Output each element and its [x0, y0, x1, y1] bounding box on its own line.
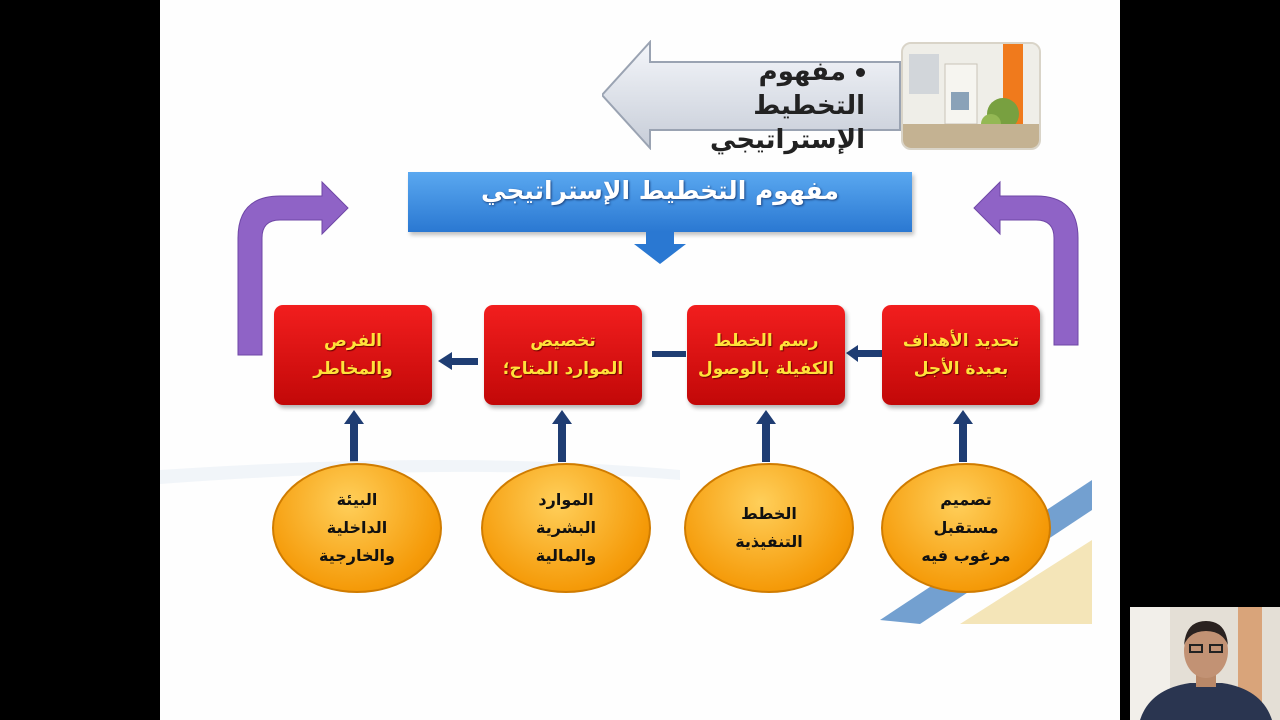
header-title: مفهوم التخطيط الإستراتيجي — [665, 55, 865, 157]
up-arrow-1 — [953, 410, 973, 462]
concept-banner — [408, 172, 912, 232]
right-loop-arrow — [973, 180, 1079, 346]
header-title-line1: مفهوم التخطيط — [753, 57, 865, 121]
left-loop-arrow — [237, 180, 349, 356]
flow-box-goals: تحديد الأهداف بعيدة الأجل — [882, 305, 1040, 405]
oval-executive-plans: الخطط التنفيذية — [684, 463, 854, 593]
banner-down-arrow — [634, 232, 686, 264]
up-arrow-3 — [552, 410, 572, 462]
flow-box-resources: تخصيص الموارد المتاح؛ — [484, 305, 642, 405]
oval-human-financial-resources: الموارد البشرية والمالية — [481, 463, 651, 593]
header-title-line2: الإستراتيجي — [710, 125, 865, 155]
decorative-band-right-2 — [960, 540, 1092, 624]
up-arrow-2 — [756, 410, 776, 462]
flow-arrow-1 — [846, 345, 882, 362]
oval-future-design: تصميم مستقبل مرغوب فيه — [881, 463, 1051, 593]
header-arrow-shape — [602, 40, 901, 150]
up-arrow-4 — [344, 410, 364, 462]
webcam-video — [1130, 607, 1280, 720]
oval-internal-external-environment: البيئة الداخلية والخارجية — [272, 463, 442, 593]
banner-title: مفهوم التخطيط الإستراتيجي — [481, 176, 839, 205]
flow-arrow-2 — [652, 351, 686, 357]
flow-arrow-3 — [438, 352, 478, 370]
slide: مفهوم التخطيط الإستراتيجي مفهوم التخطيط … — [160, 0, 1120, 720]
office-photo — [901, 42, 1041, 150]
flow-box-opportunities: الفرص والمخاطر — [274, 305, 432, 405]
flow-box-plans: رسم الخطط الكفيلة بالوصول — [687, 305, 845, 405]
bullet-icon — [856, 68, 865, 77]
